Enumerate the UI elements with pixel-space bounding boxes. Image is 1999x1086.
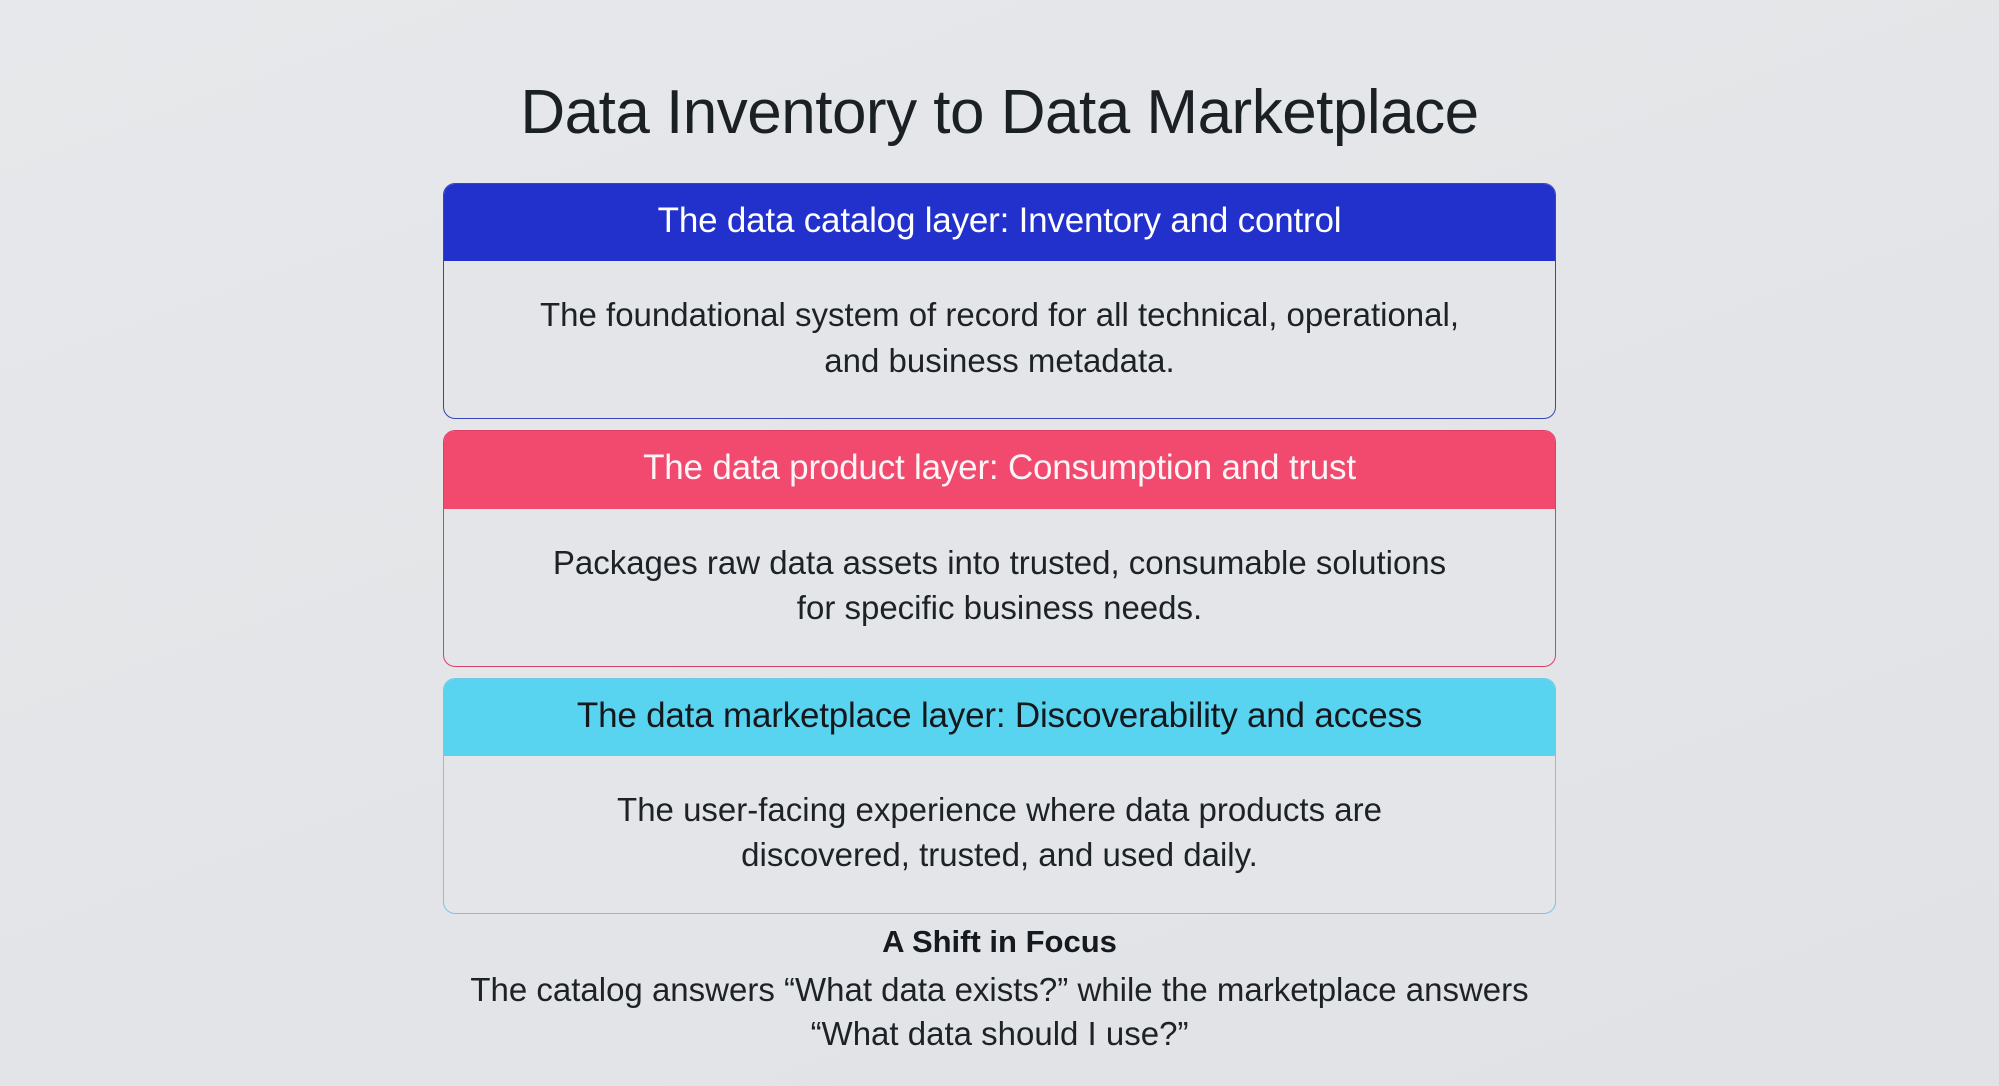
layer-body-marketplace: The user-facing experience where data pr…: [617, 790, 1382, 874]
layer-header-catalog: The data catalog layer: Inventory and co…: [444, 184, 1555, 262]
layer-card-catalog[interactable]: The data catalog layer: Inventory and co…: [443, 183, 1556, 420]
layer-body-product: Packages raw data assets into trusted, c…: [552, 543, 1447, 627]
layer-header-marketplace: The data marketplace layer: Discoverabil…: [444, 678, 1555, 756]
layer-body-catalog: The foundational system of record for al…: [540, 296, 1460, 379]
layer-header-product: The data product layer: Consumption and …: [444, 431, 1555, 509]
layer-stack: The data catalog layer: Inventory and co…: [443, 183, 1556, 914]
footer-heading: A Shift in Focus: [882, 924, 1117, 959]
layer-card-product[interactable]: The data product layer: Consumption and …: [443, 430, 1556, 667]
footer-block: A Shift in Focus The catalog answers “Wh…: [0, 922, 1999, 1056]
layer-card-marketplace[interactable]: The data marketplace layer: Discoverabil…: [443, 677, 1556, 914]
footer-text: The catalog answers “What data exists?” …: [470, 971, 1529, 1053]
page-title: Data Inventory to Data Marketplace: [520, 77, 1479, 147]
